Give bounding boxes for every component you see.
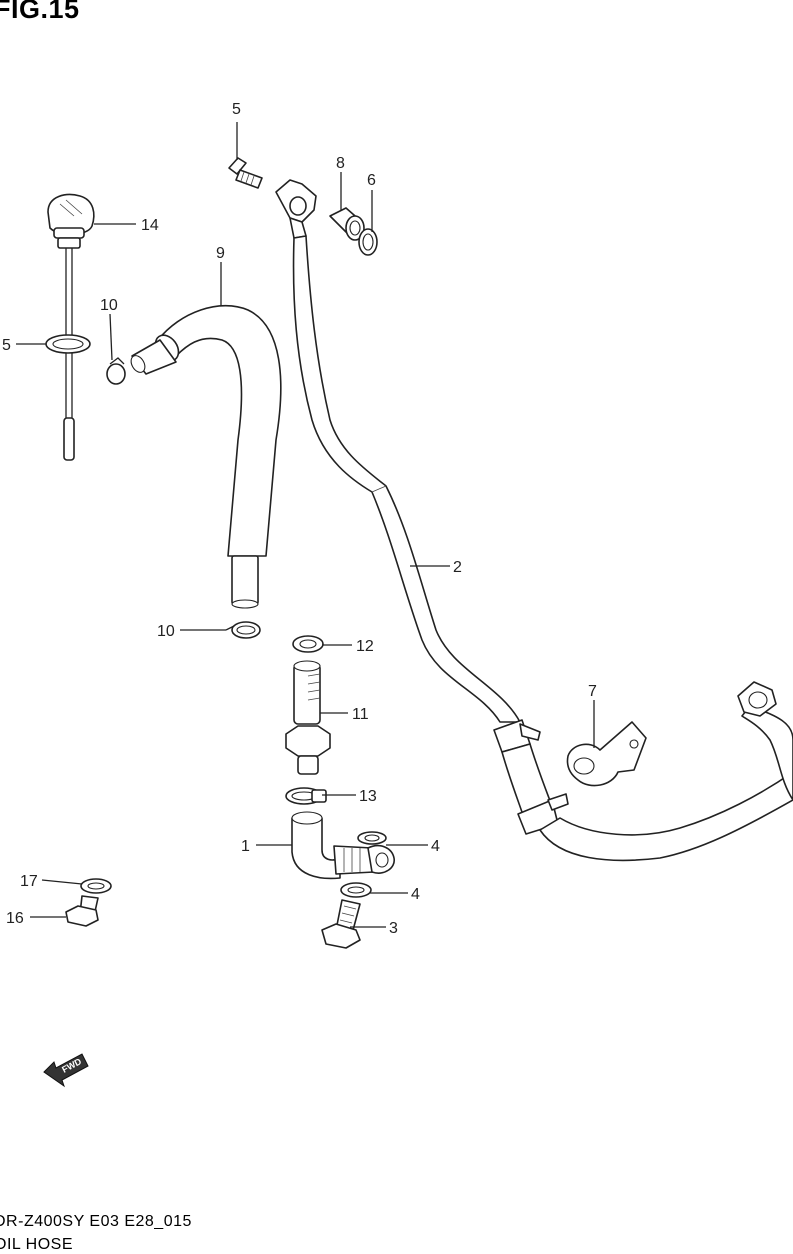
figure-caption: OIL HOSE <box>0 1236 73 1253</box>
callout-17-drain-gasket: 17 <box>20 873 38 890</box>
part-gasket <box>292 635 324 653</box>
part-union-bolt <box>228 157 263 189</box>
part-washer <box>358 228 378 256</box>
part-elbow-hose <box>291 811 395 880</box>
callout-3-union-bolt-lower: 3 <box>389 920 398 937</box>
part-hose-clamp <box>285 787 327 805</box>
fwd-direction-arrow: FWD <box>43 1053 89 1088</box>
callout-6-washer: 6 <box>367 172 376 189</box>
part-gasket-upper <box>357 831 387 845</box>
callout-9-rubber-hose: 9 <box>216 245 225 262</box>
callout-5-o-ring: 5 <box>2 337 11 354</box>
callout-8-collar: 8 <box>336 155 345 172</box>
part-collar <box>329 207 365 241</box>
callout-1-elbow-hose: 1 <box>241 838 250 855</box>
model-code: DR-Z400SY E03 E28_015 <box>0 1213 192 1230</box>
callout-13-hose-clamp: 13 <box>359 788 377 805</box>
part-oil-dipstick <box>47 193 95 461</box>
figure-title: FIG.15 <box>0 0 80 24</box>
part-oil-hose-main <box>275 179 793 862</box>
callout-14-dipstick: 14 <box>141 217 159 234</box>
callout-2-oil-hose: 2 <box>453 559 462 576</box>
callout-12-gasket: 12 <box>356 638 374 655</box>
part-drain-gasket <box>80 878 112 894</box>
part-union-fitting <box>285 660 331 775</box>
part-hose-clamp-bracket <box>566 721 647 787</box>
part-gasket-lower <box>340 882 372 898</box>
callout-10-clip-upper: 10 <box>100 297 118 314</box>
callout-7-bracket: 7 <box>588 683 597 700</box>
part-clip-lower <box>225 621 261 639</box>
callout-16-drain-bolt: 16 <box>6 910 24 927</box>
part-rubber-hose <box>130 304 282 609</box>
callout-5-union-bolt: 5 <box>232 101 241 118</box>
callout-4-gasket-upper: 4 <box>431 838 440 855</box>
callout-4-gasket-lower: 4 <box>411 886 420 903</box>
callout-labels: 5 8 6 14 9 10 5 2 10 12 11 7 13 1 4 4 17… <box>2 101 597 937</box>
part-union-bolt-lower <box>321 899 361 949</box>
part-drain-bolt <box>65 895 99 927</box>
part-clip-upper <box>106 357 126 385</box>
part-o-ring-left <box>45 334 91 354</box>
callout-10-clip-lower: 10 <box>157 623 175 640</box>
callout-11-union: 11 <box>352 706 369 723</box>
leader-lines <box>16 122 595 928</box>
